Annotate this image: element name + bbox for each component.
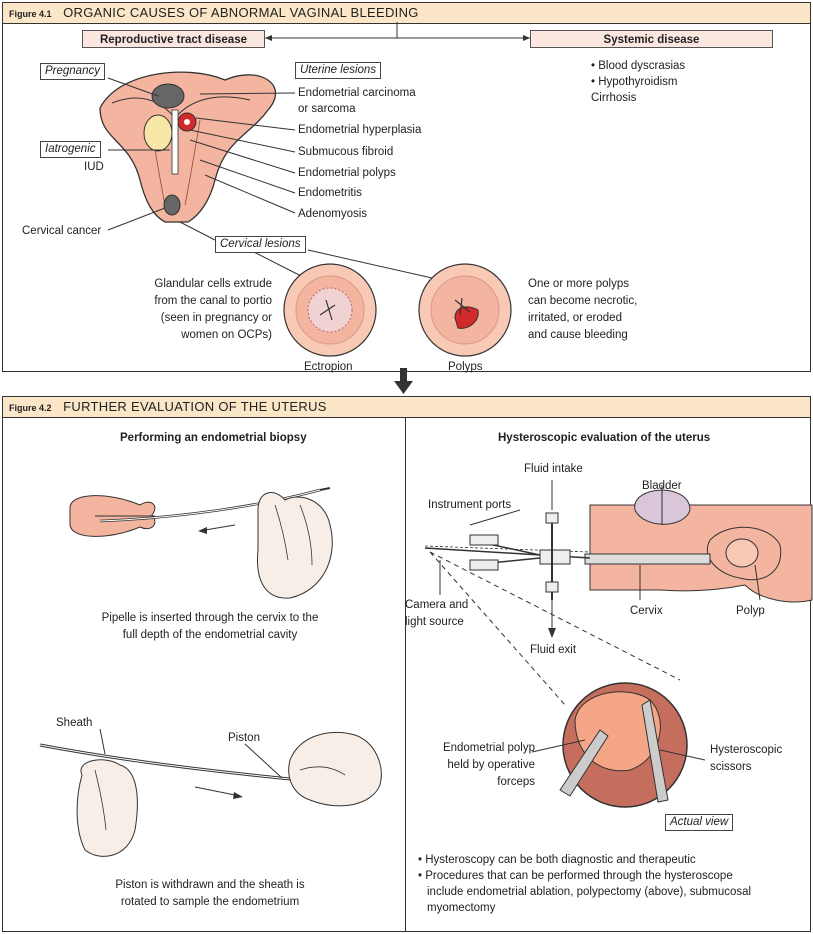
uterine-lesion-item: Endometrial hyperplasia [298,124,422,136]
figure-title: ORGANIC CAUSES OF ABNORMAL VAGINAL BLEED… [63,5,419,20]
pregnancy-label: Pregnancy [40,63,105,80]
figure-4-1-drawing [99,22,530,357]
actual-view-label: Actual view [665,814,734,831]
list-item: Cirrhosis [591,92,637,104]
fluid-intake-label: Fluid intake [524,463,583,475]
polyps-description: One or more polyps can become necrotic, … [528,278,638,341]
pipelle-caption: Pipelle is inserted through the cervix t… [101,612,319,641]
list-item: Hypothyroidism [591,74,685,90]
cervical-cancer-label: Cervical cancer [22,225,102,237]
systemic-disease-list: Blood dyscrasias Hypothyroidism Cirrhosi… [591,58,685,106]
list-item: Hysteroscopy can be both diagnostic and … [418,852,803,868]
figure-4-2-header: Figure 4.2 FURTHER EVALUATION OF THE UTE… [3,397,810,418]
endometrial-polyp-label: Endometrial polyp held by operative forc… [442,742,535,788]
cervical-lesions-label: Cervical lesions [215,236,306,253]
hysteroscopy-notes: Hysteroscopy can be both diagnostic and … [418,852,803,916]
uterine-lesion-item: Endometrial carcinoma [298,87,416,99]
uterine-lesion-item: Adenomyosis [298,208,368,220]
uterine-lesion-item: Endometrial polyps [298,167,396,179]
figure-number: Figure 4.2 [9,403,52,413]
cervix-label: Cervix [630,605,663,617]
ectropion-label: Ectropion [304,361,353,373]
figure-number: Figure 4.1 [9,9,52,19]
instrument-ports-label: Instrument ports [428,499,512,511]
panel-divider [405,417,406,931]
systemic-disease-box: Systemic disease [530,30,773,48]
list-item: Procedures that can be performed through… [418,868,803,884]
camera-label: Camera and light source [405,599,469,628]
list-item: Blood dyscrasias [591,58,685,74]
bladder-label: Bladder [642,480,682,492]
piston-caption: Piston is withdrawn and the sheath is ro… [115,879,305,908]
uterine-lesions-label: Uterine lesions [295,62,382,79]
piston-label: Piston [228,732,260,744]
uterine-lesion-item: Endometritis [298,187,362,199]
uterine-lesion-item: or sarcoma [298,103,356,115]
figure-4-2-panel: Figure 4.2 FURTHER EVALUATION OF THE UTE… [2,396,811,932]
list-item: include endometrial ablation, polypectom… [427,886,752,898]
reproductive-tract-disease-box: Reproductive tract disease [82,30,265,48]
polyps-label: Polyps [448,361,483,373]
uterine-lesion-item: Submucous fibroid [298,146,394,158]
iatrogenic-label: Iatrogenic [40,141,101,158]
figure-4-1-header: Figure 4.1 ORGANIC CAUSES OF ABNORMAL VA… [3,3,810,24]
sheath-label: Sheath [56,717,93,729]
list-item: myomectomy [427,902,496,914]
biopsy-heading: Performing an endometrial biopsy [120,432,307,444]
iud-label: IUD [84,161,104,173]
hysteroscopy-heading: Hysteroscopic evaluation of the uterus [498,432,711,444]
ectropion-description: Glandular cells extrude from the canal t… [154,278,272,341]
fluid-exit-label: Fluid exit [530,644,577,656]
polyp-label: Polyp [736,605,765,617]
figure-title: FURTHER EVALUATION OF THE UTERUS [63,399,327,414]
scissors-label: Hysteroscopic scissors [710,744,783,773]
